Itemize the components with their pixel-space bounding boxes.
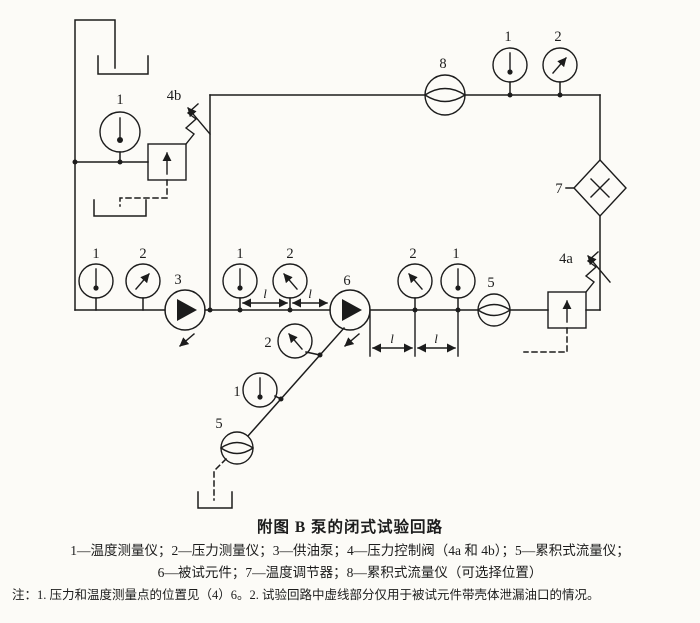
callout-pressure-gauge: 2 bbox=[139, 246, 146, 262]
pressure-gauge-drain bbox=[277, 323, 313, 359]
valve-4a-drain-dashed bbox=[523, 327, 568, 353]
tank-symbol-case-drain bbox=[197, 491, 233, 509]
dimension-label-l: l bbox=[308, 286, 312, 301]
temperature-regulator-symbol bbox=[573, 158, 627, 218]
flow-meter-drain-symbol bbox=[220, 431, 254, 465]
figure-legend-line2: 6—被试元件；7—温度调节器；8—累积式流量仪（可选择位置） bbox=[157, 565, 543, 581]
temperature-gauge-suction bbox=[99, 111, 141, 153]
figure-caption: 附图 B 泵的闭式试验回路 1—温度测量仪；2—压力测量仪；3—供油泵；4—压力… bbox=[0, 517, 700, 604]
pressure-valve-4a-symbol bbox=[547, 251, 611, 329]
callout-valve-4a: 4a bbox=[559, 251, 573, 267]
callout-supply-pump: 3 bbox=[174, 272, 181, 288]
callout-flow-meter-optional: 8 bbox=[439, 56, 446, 72]
case-drain-tank-dashed bbox=[213, 457, 228, 501]
temperature-gauge-outlet bbox=[440, 263, 476, 299]
valve-4a-spring bbox=[584, 251, 599, 293]
dimension-label-l: l bbox=[390, 331, 394, 346]
pressure-gauge-left bbox=[125, 263, 161, 299]
callout-pressure-gauge: 2 bbox=[264, 335, 271, 351]
pipe-lines bbox=[74, 19, 601, 438]
pressure-gauge-top bbox=[542, 47, 578, 83]
figure-note: 注：1. 压力和温度测量点的位置见（4）6。2. 试验回路中虚线部分仅用于被试元… bbox=[12, 587, 600, 602]
figure-title: 附图 B 泵的闭式试验回路 bbox=[256, 519, 444, 536]
callout-flow-meter: 5 bbox=[215, 416, 222, 432]
flow-meter-optional-symbol bbox=[424, 74, 466, 116]
tank-symbol-suction bbox=[97, 55, 149, 75]
test-unit-pump-symbol bbox=[329, 289, 371, 347]
dimension-label-l: l bbox=[434, 331, 438, 346]
dimension-ticks bbox=[369, 311, 459, 357]
tank-symbol-4b-drain bbox=[93, 199, 147, 217]
temperature-gauge-drain bbox=[242, 372, 278, 408]
temperature-gauge-inlet bbox=[222, 263, 258, 299]
circuit-diagram: 1 4b 8 1 2 7 1 2 3 1 2 6 2 1 5 4a 2 1 5 … bbox=[72, 19, 627, 509]
pressure-gauge-inlet bbox=[272, 263, 308, 299]
callout-pressure-gauge: 2 bbox=[286, 246, 293, 262]
valve-4b-spring bbox=[184, 103, 199, 145]
pressure-valve-4b-symbol bbox=[147, 103, 211, 181]
pressure-gauge-outlet bbox=[397, 263, 433, 299]
gauge-stems-top-pair bbox=[509, 81, 561, 96]
callout-pressure-gauge: 2 bbox=[554, 29, 561, 45]
callout-temperature-gauge: 1 bbox=[233, 384, 240, 400]
dimension-marks bbox=[242, 298, 459, 357]
callout-temperature-gauge: 1 bbox=[92, 246, 99, 262]
figure-legend-line1: 1—温度测量仪；2—压力测量仪；3—供油泵；4—压力控制阀（4a 和 4b）；5… bbox=[70, 543, 630, 559]
supply-pump-symbol bbox=[164, 289, 206, 347]
temperature-gauge-top bbox=[492, 47, 528, 83]
callout-temperature-gauge: 1 bbox=[452, 246, 459, 262]
callout-temperature-gauge: 1 bbox=[116, 92, 123, 108]
valve-4a-adjust-arrow bbox=[587, 255, 611, 283]
gauge-stems-left-pair bbox=[95, 297, 144, 311]
valve-4b-adjust-arrow bbox=[187, 107, 211, 135]
drain-gauge-stems bbox=[273, 351, 321, 401]
suction-line bbox=[74, 19, 116, 311]
valve-4b-drain-dashed bbox=[119, 179, 168, 207]
junction-dots bbox=[72, 92, 563, 402]
drain-lines-dashed bbox=[119, 179, 568, 501]
flow-meter-main-symbol bbox=[477, 293, 511, 327]
callout-valve-4b: 4b bbox=[167, 88, 182, 104]
callout-temperature-regulator: 7 bbox=[555, 181, 562, 197]
dimension-label-l: l bbox=[263, 286, 267, 301]
gauge-stems-outlet-pair bbox=[414, 297, 459, 311]
callout-test-unit: 6 bbox=[343, 273, 350, 289]
callout-pressure-gauge: 2 bbox=[409, 246, 416, 262]
callout-temperature-gauge: 1 bbox=[236, 246, 243, 262]
temperature-gauge-left bbox=[78, 263, 114, 299]
callout-temperature-gauge: 1 bbox=[504, 29, 511, 45]
callout-flow-meter: 5 bbox=[487, 275, 494, 291]
case-drain-line bbox=[246, 326, 346, 438]
